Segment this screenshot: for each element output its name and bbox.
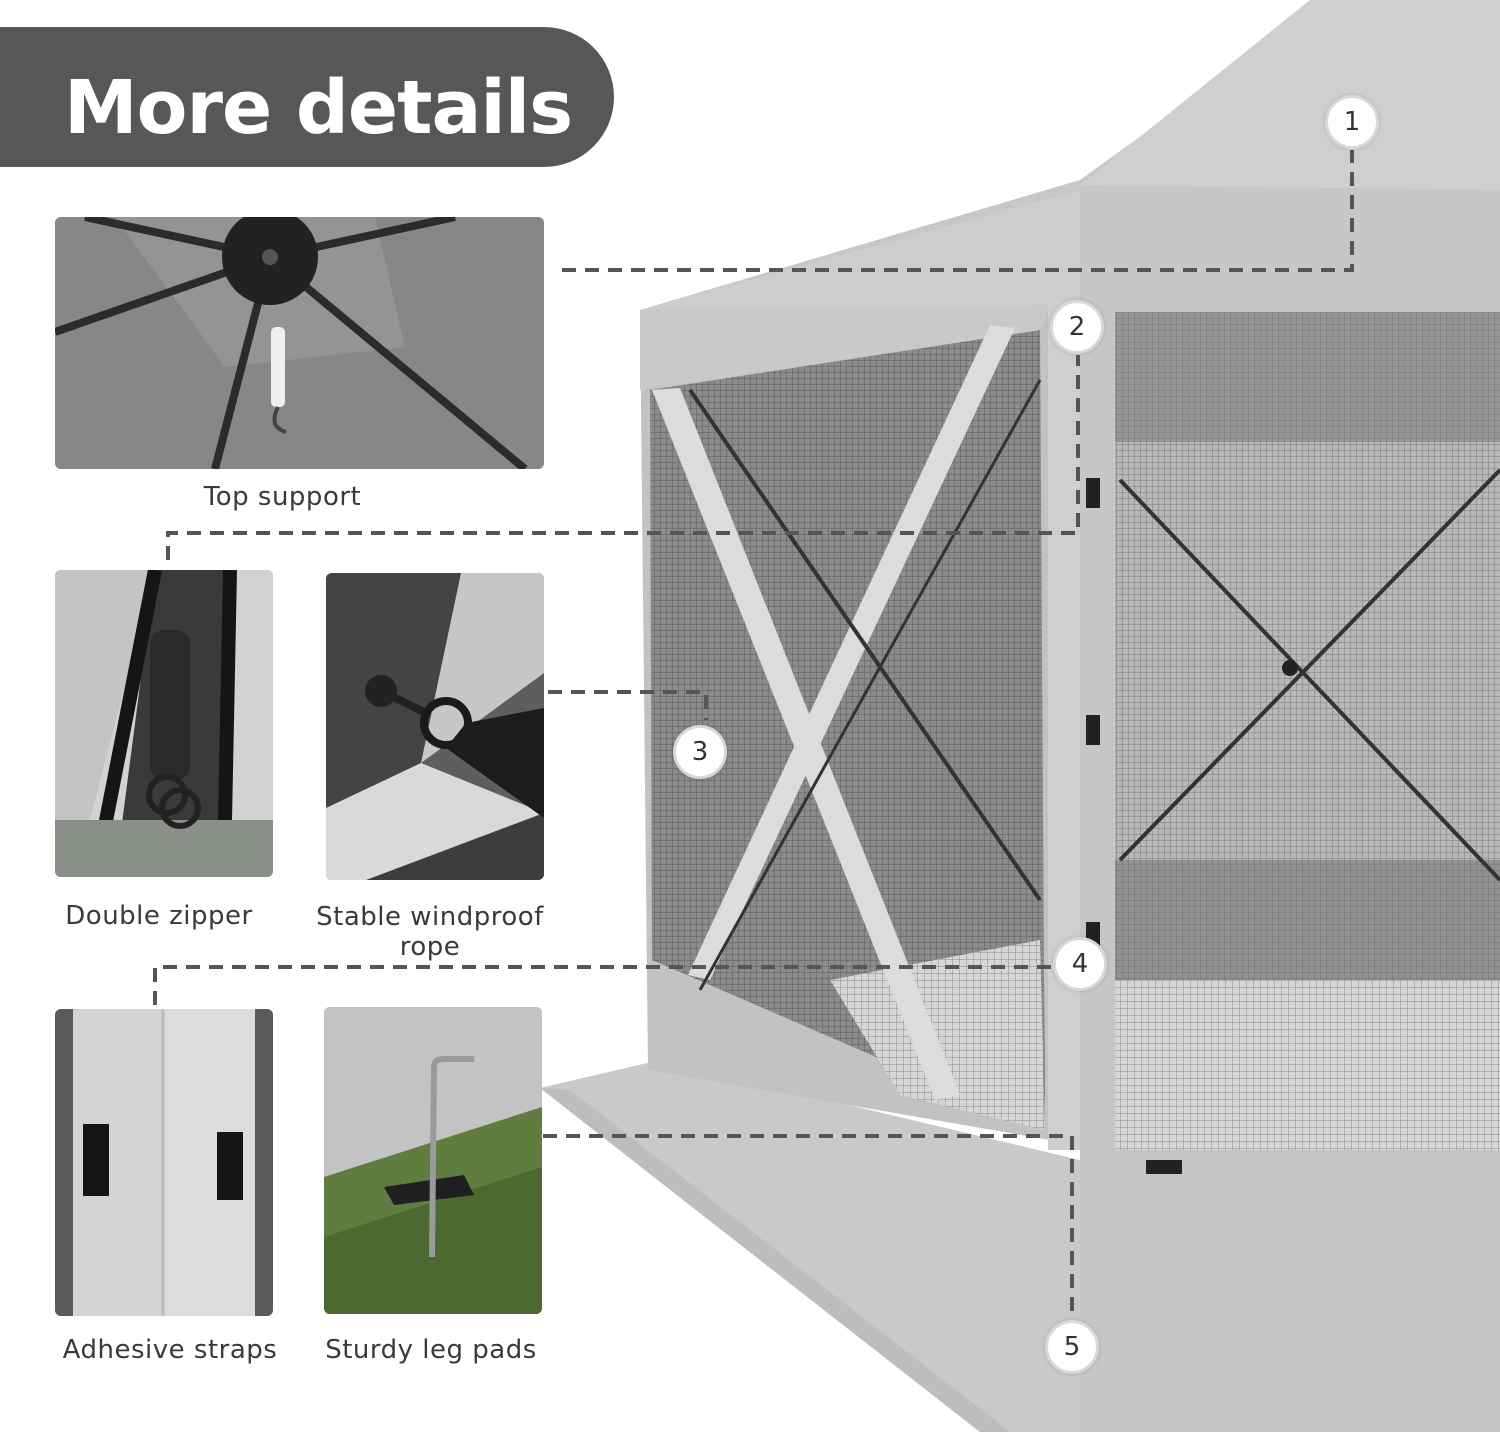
callout-2: 2 xyxy=(1050,300,1104,354)
adhesive-straps-photo xyxy=(55,1009,273,1316)
windproof-rope-photo xyxy=(326,573,544,880)
leg-pads-caption: Sturdy leg pads xyxy=(325,1335,537,1365)
adhesive-straps-caption: Adhesive straps xyxy=(62,1335,278,1365)
top-support-photo xyxy=(55,217,544,469)
double-zipper-photo xyxy=(55,570,273,877)
callout-4: 4 xyxy=(1053,937,1107,991)
leg-pads-photo xyxy=(324,1007,542,1314)
callout-3: 3 xyxy=(673,725,727,779)
page-title: More details xyxy=(64,65,573,151)
callout-1: 1 xyxy=(1325,95,1379,149)
callout-5: 5 xyxy=(1045,1320,1099,1374)
header-banner: More details xyxy=(0,27,614,167)
top-support-caption: Top support xyxy=(203,482,362,512)
windproof-rope-caption: Stable windproof rope xyxy=(316,902,544,962)
double-zipper-caption: Double zipper xyxy=(65,901,253,931)
